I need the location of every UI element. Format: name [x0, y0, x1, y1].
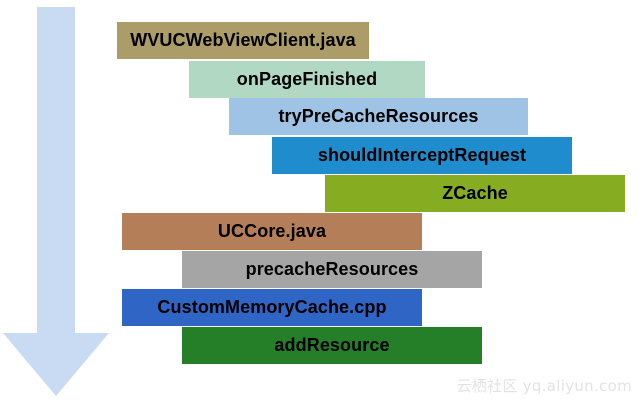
step-uccore: UCCore.java [122, 213, 422, 250]
step-custommemorycache: CustomMemoryCache.cpp [122, 289, 422, 326]
step-label: UCCore.java [217, 221, 327, 241]
step-label: WVUCWebViewClient.java [130, 30, 356, 50]
step-label: precacheResources [245, 259, 419, 279]
step-precacheresources: precacheResources [182, 251, 482, 288]
step-tryprecacheresources: tryPreCacheResources [229, 98, 528, 135]
step-addresource: addResource [182, 327, 482, 364]
step-label: tryPreCacheResources [278, 106, 479, 126]
step-zcache: ZCache [325, 175, 625, 212]
down-arrow-icon [3, 7, 109, 396]
step-label: shouldInterceptRequest [317, 145, 527, 165]
step-shouldinterceptrequest: shouldInterceptRequest [272, 137, 572, 174]
watermark: 云栖社区 yq.aliyun.com [456, 377, 632, 395]
step-label: onPageFinished [236, 69, 378, 89]
step-onpagefinished: onPageFinished [189, 61, 425, 98]
step-label: CustomMemoryCache.cpp [157, 297, 387, 317]
step-label: ZCache [442, 183, 508, 203]
step-wvucwebviewclient: WVUCWebViewClient.java [117, 22, 369, 59]
down-arrow-shape [3, 7, 109, 396]
step-label: addResource [274, 335, 390, 355]
